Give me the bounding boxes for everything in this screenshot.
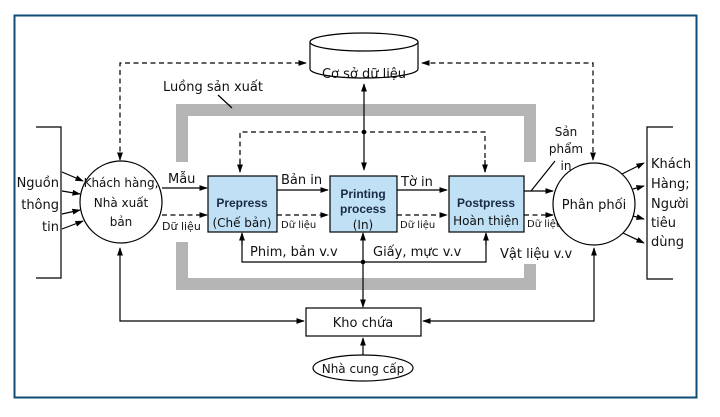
consumer-arrows	[621, 162, 645, 244]
db-customer-dashed-link	[117, 60, 307, 161]
svg-text:thông: thông	[21, 198, 59, 213]
customer-publisher-node	[79, 160, 163, 244]
printing-title-1: Printing	[340, 187, 385, 201]
data-label-2: Dữ liệu	[281, 219, 316, 231]
warehouse-label: Kho chứa	[333, 316, 393, 331]
printing-node	[329, 175, 398, 233]
junction-dot-bottom	[360, 259, 366, 265]
production-flow-label: Luồng sản xuất	[163, 80, 263, 95]
postpress-node	[448, 175, 525, 233]
svg-text:Nhà xuất: Nhà xuất	[94, 196, 149, 210]
printing-title-2: process	[340, 202, 386, 216]
prepress-title: Prepress	[216, 196, 268, 210]
customer-publisher-label: Khách hàng, Nhà xuất bản	[84, 176, 159, 229]
database-node	[309, 32, 419, 79]
distribution-label: Phân phối	[562, 198, 626, 213]
source-label: Nguồn thông tin	[17, 176, 59, 235]
svg-text:Khách hàng,: Khách hàng,	[84, 176, 159, 190]
source-bracket	[36, 126, 62, 279]
films-label: Phim, bản v.v	[250, 245, 338, 260]
plates-label: Bản in	[281, 173, 322, 188]
data-label-1: Dữ liệu	[162, 220, 201, 233]
postpress-subtitle: Hoàn thiện	[453, 214, 519, 228]
prepress-subtitle: (Chế bản)	[212, 216, 271, 230]
svg-text:Người: Người	[651, 197, 689, 212]
database-label: Cơ sở dữ liệu	[322, 67, 406, 82]
printed-product-label: Sản phẩm in	[549, 125, 583, 173]
postpress-title: Postpress	[457, 196, 515, 210]
top-dashed-bus	[239, 131, 486, 172]
distribution-warehouse-link	[422, 247, 597, 324]
supplier-label: Nhà cung cấp	[322, 362, 405, 376]
svg-text:dùng: dùng	[651, 235, 684, 250]
svg-text:Hàng;: Hàng;	[651, 177, 690, 192]
svg-text:Khách: Khách	[651, 157, 691, 172]
materials-label: Vật liệu v.v	[500, 247, 572, 262]
customer-warehouse-link	[117, 247, 305, 324]
svg-text:Sản: Sản	[555, 125, 578, 139]
db-distribution-dashed-link	[421, 60, 596, 161]
distribution-node	[552, 162, 636, 246]
svg-text:Nguồn: Nguồn	[17, 176, 59, 191]
warehouse-node	[305, 307, 422, 337]
data-label-4: Dữ liệu	[527, 218, 562, 230]
svg-text:bản: bản	[110, 215, 133, 229]
printing-subtitle: (In)	[353, 218, 374, 232]
sample-label: Mẫu	[168, 172, 195, 187]
printed-product-pointer	[530, 160, 556, 192]
svg-text:tin: tin	[42, 220, 59, 235]
sheets-label: Tờ in	[400, 175, 433, 190]
consumers-bracket	[646, 126, 673, 280]
data-label-3: Dữ liệu	[400, 219, 435, 231]
svg-text:tiêu: tiêu	[651, 216, 676, 231]
paper-ink-label: Giấy, mực v.v	[373, 245, 462, 260]
svg-text:phẩm: phẩm	[549, 142, 583, 156]
consumers-label: Khách Hàng; Người tiêu dùng	[651, 157, 691, 250]
source-arrows	[61, 171, 84, 230]
svg-text:in: in	[561, 159, 572, 173]
prepress-node	[207, 175, 278, 233]
